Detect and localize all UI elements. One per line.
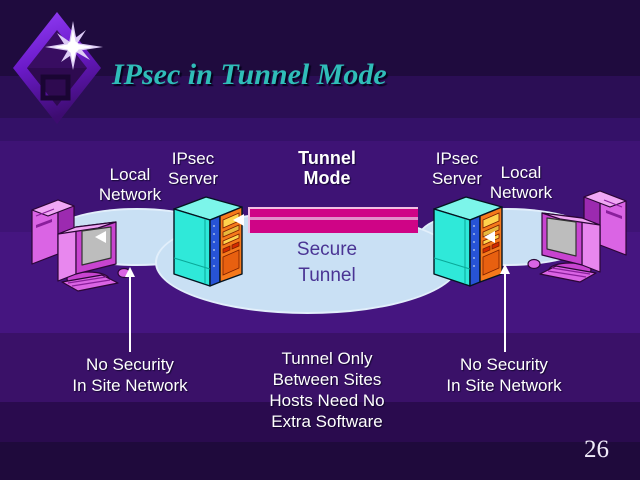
- arrow-up-head: [500, 264, 510, 274]
- left-no-security-note: No Security In Site Network: [72, 355, 188, 395]
- arrow-up-shaft: [129, 277, 131, 352]
- tunnel-pipe: [248, 207, 418, 233]
- tunnel-pipe-seam: [250, 217, 418, 220]
- page-title: IPsec in Tunnel Mode: [112, 58, 387, 91]
- arrowhead-left-icon: [484, 231, 495, 243]
- server-icon: [430, 194, 506, 288]
- arrow-up-head: [125, 267, 135, 277]
- left-ipsec-server-label: IPsec Server: [167, 149, 219, 188]
- secure-tunnel-label: Secure Tunnel: [296, 239, 358, 286]
- right-ipsec-server-label: IPsec Server: [431, 149, 483, 188]
- tunnel-only-note: Tunnel Only Between Sites Hosts Need No …: [269, 349, 385, 431]
- right-no-security-note: No Security In Site Network: [446, 355, 562, 395]
- arrowhead-left-icon: [233, 214, 244, 226]
- server-icon: [170, 194, 246, 288]
- arrow-up-icon: [500, 264, 510, 352]
- arrow-up-icon: [125, 267, 135, 352]
- right-local-network-label: Local Network: [489, 163, 553, 202]
- tunnel-mode-label: Tunnel Mode: [298, 148, 356, 188]
- computer-icon: [22, 192, 140, 296]
- left-local-network-label: Local Network: [98, 165, 162, 204]
- page-number: 26: [584, 436, 609, 463]
- arrowhead-left-icon: [95, 231, 106, 243]
- computer-icon: [518, 183, 636, 287]
- arrow-up-shaft: [504, 274, 506, 352]
- diamond-star-logo-icon: [8, 8, 106, 126]
